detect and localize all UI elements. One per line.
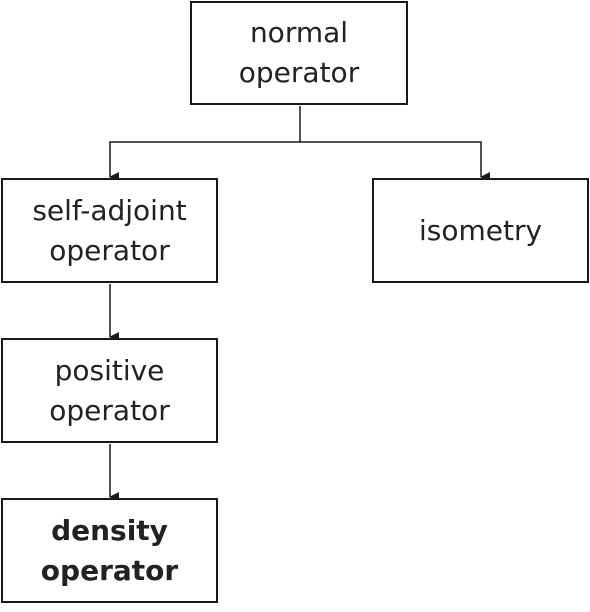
node-label-line: operator: [238, 56, 360, 89]
node-normal-operator: normal operator: [190, 1, 408, 105]
node-positive-operator: positive operator: [1, 338, 218, 443]
node-label-line: isometry: [418, 213, 543, 247]
node-label-line: operator: [49, 393, 170, 427]
node-label-line: positive: [54, 353, 165, 387]
node-label-line: operator: [40, 553, 179, 587]
node-self-adjoint-operator: self-adjoint operator: [1, 178, 218, 283]
node-label-line: normal: [249, 16, 349, 49]
node-density-operator: density operator: [1, 498, 218, 603]
node-isometry: isometry: [372, 178, 589, 283]
edge-normal-to-isometry: [300, 141, 490, 182]
edge-normal-to-self: [109, 106, 301, 182]
node-label-line: density: [51, 513, 168, 547]
node-label-line: operator: [49, 233, 170, 267]
node-label-line: self-adjoint: [32, 193, 187, 227]
